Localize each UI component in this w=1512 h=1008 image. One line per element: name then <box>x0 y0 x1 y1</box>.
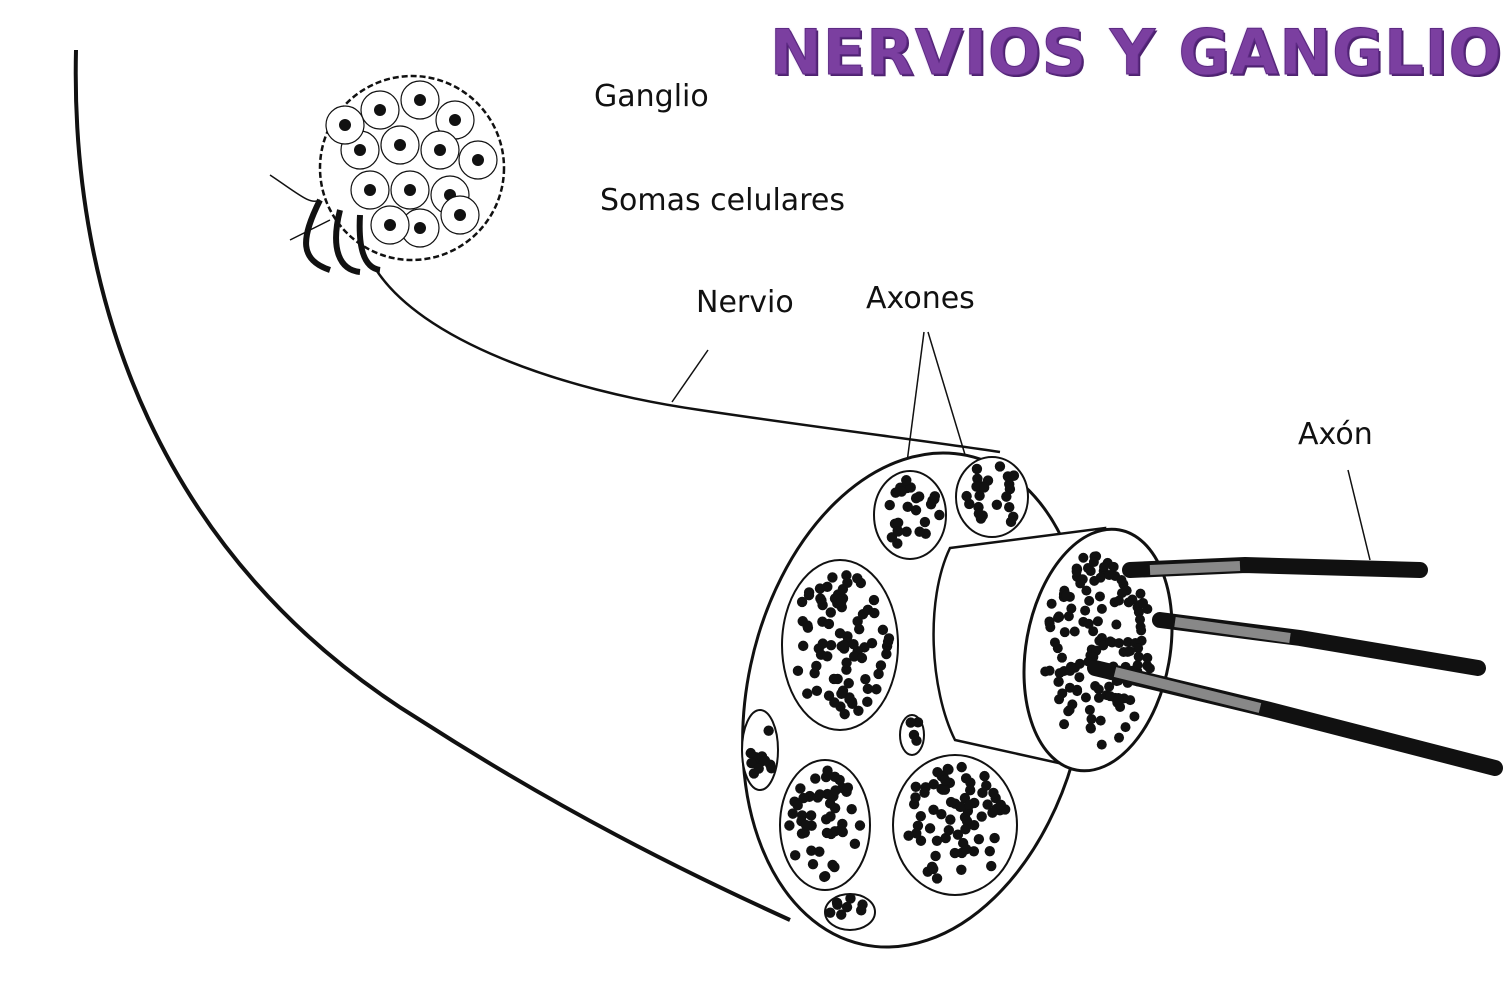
axons <box>1087 556 1503 776</box>
label-ganglio: Ganglio <box>594 79 709 114</box>
label-somas: Somas celulares <box>600 183 845 218</box>
ganglion <box>269 74 506 275</box>
page-title: NERVIOS Y GANGLIO <box>769 16 1503 89</box>
label-axon: Axón <box>1298 417 1373 452</box>
inner-cylinder <box>932 526 1174 773</box>
fascicles <box>741 456 1029 931</box>
outer-nerve-curve <box>73 49 791 922</box>
label-nervio: Nervio <box>696 285 794 320</box>
nerve-line <box>373 267 1001 454</box>
label-axones: Axones <box>866 281 975 316</box>
cell-bodies <box>325 80 498 248</box>
